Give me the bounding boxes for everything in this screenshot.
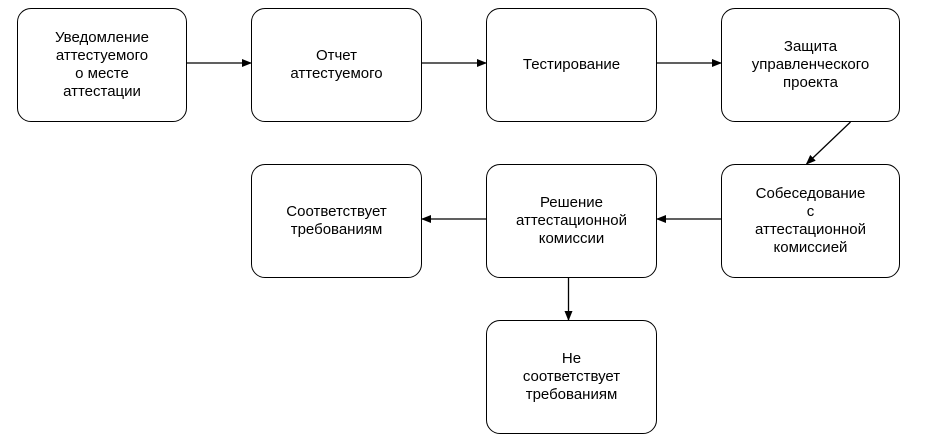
node-report: Отчет аттестуемого	[251, 8, 422, 122]
node-project: Защита управленческого проекта	[721, 8, 900, 122]
arrow-project-to-interview	[805, 121, 851, 165]
node-decision: Решение аттестационной комиссии	[486, 164, 657, 278]
node-notice: Уведомление аттестуемого о месте аттеста…	[17, 8, 187, 122]
node-testing: Тестирование	[486, 8, 657, 122]
node-meets: Соответствует требованиям	[251, 164, 422, 278]
node-interview: Собеседование с аттестационной комиссией	[721, 164, 900, 278]
node-not-meets: Не соответствует требованиям	[486, 320, 657, 434]
